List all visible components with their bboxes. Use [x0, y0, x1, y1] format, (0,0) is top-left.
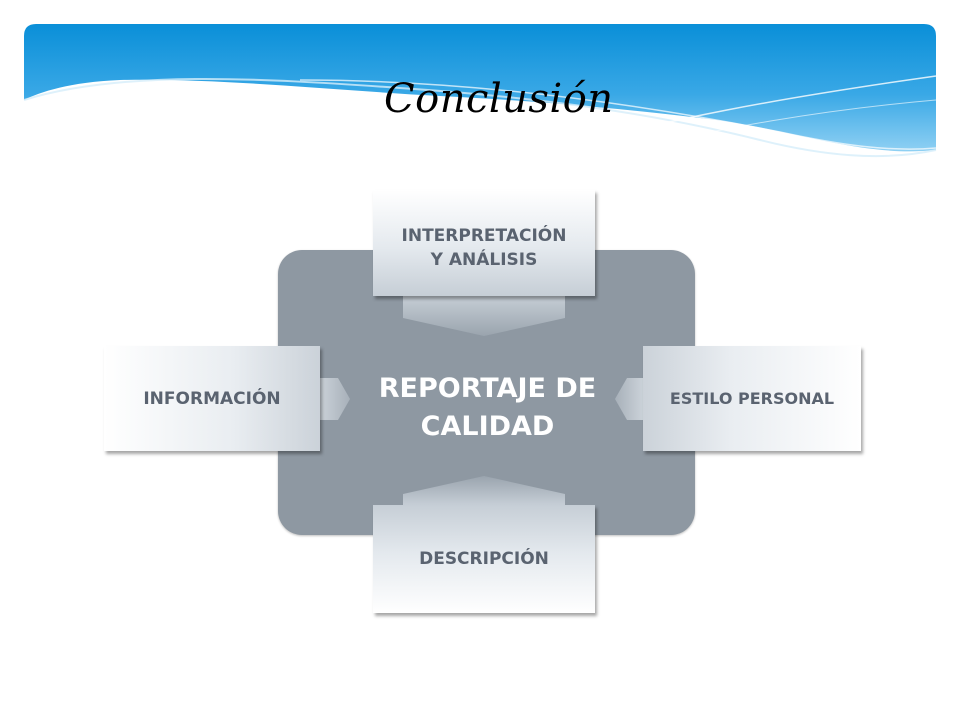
- arrow-up-shape: [403, 476, 565, 505]
- input-box-top: INTERPRETACIÓN Y ANÁLISIS: [373, 190, 595, 296]
- arrow-right-shape: [320, 378, 350, 420]
- input-box-left: INFORMACIÓN: [104, 346, 320, 451]
- input-box-bottom: DESCRIPCIÓN: [373, 505, 595, 613]
- arrow-left-shape: [615, 378, 643, 420]
- input-box-right: ESTILO PERSONAL: [643, 346, 861, 451]
- title-banner: [23, 24, 937, 158]
- center-label: REPORTAJE DE CALIDAD: [378, 373, 597, 442]
- arrow-down-shape: [403, 296, 565, 336]
- slide-title: Conclusión: [384, 76, 614, 122]
